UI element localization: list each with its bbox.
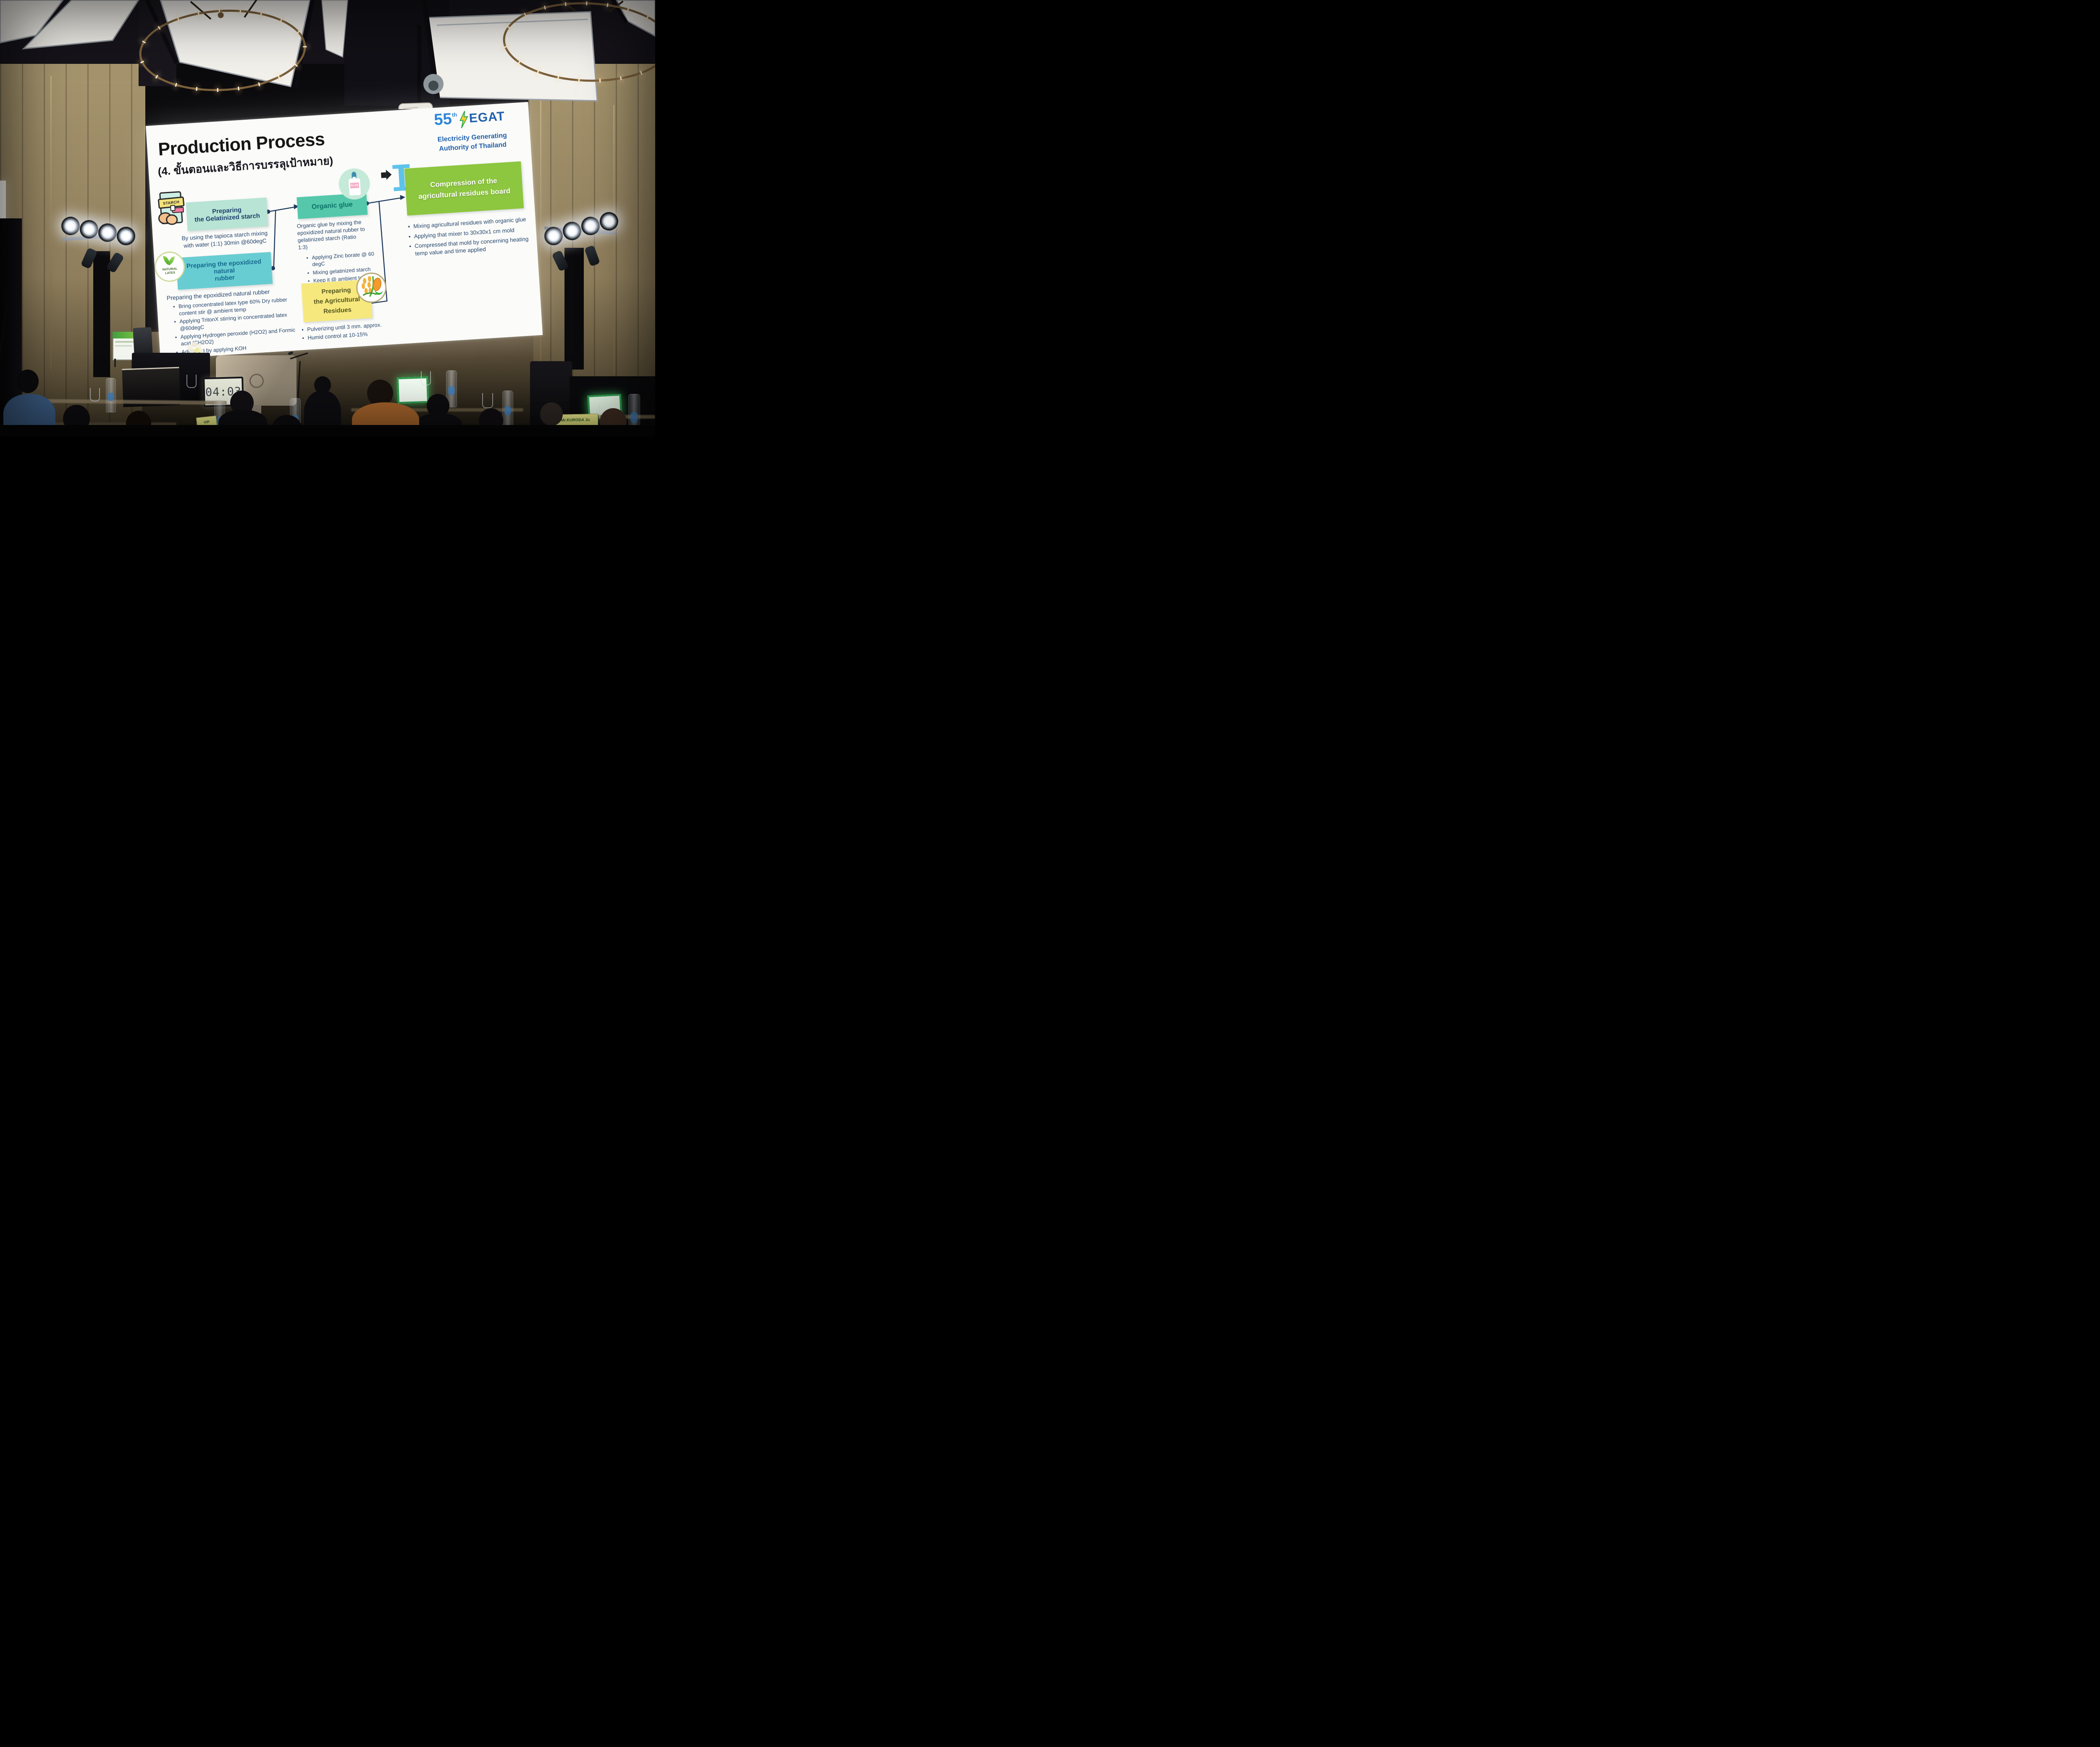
water-bottle — [502, 391, 513, 428]
wall-trim — [50, 76, 52, 370]
foreground-table — [0, 425, 655, 437]
wine-glass — [90, 388, 100, 401]
chandelier-right — [500, 0, 655, 85]
chandelier-left — [136, 0, 309, 94]
starch-bag-icon: STARCH — [157, 188, 186, 226]
egat-logo: 55 th EGAT — [433, 106, 531, 134]
table-monitor-back — [133, 327, 153, 356]
ceiling — [0, 0, 655, 109]
projection-screen: Production Process (4. ขั้นตอนและวิธีการ… — [146, 102, 543, 359]
starch-box: Preparing the Gelatinized starch — [186, 197, 268, 231]
wine-glass — [421, 371, 431, 386]
table-edge — [541, 415, 655, 419]
glue-note: Organic glue by mixing the epoxidized na… — [297, 219, 365, 251]
rice-corn-icon — [355, 271, 388, 304]
rubber-box: Preparing the epoxidized natural rubber — [176, 252, 273, 290]
wall-trim — [540, 101, 541, 395]
potato-icon — [165, 214, 178, 226]
lightning-bolt-icon — [459, 110, 468, 129]
compression-box: Compression of the agricultural residues… — [404, 161, 524, 216]
water-bottle — [106, 378, 116, 412]
wine-glass — [482, 393, 493, 408]
table-edge — [25, 422, 176, 425]
conference-hall-photo: Production Process (4. ขั้นตอนและวิธีการ… — [0, 0, 655, 437]
wall-trim — [613, 105, 614, 374]
wine-glass — [186, 375, 197, 388]
slide: Production Process (4. ขั้นตอนและวิธีการ… — [146, 102, 543, 359]
